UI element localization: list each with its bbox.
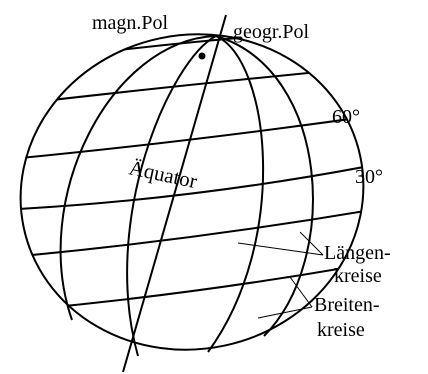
longitude-circles — [59, 35, 314, 357]
latitude-60-label: 60° — [332, 106, 360, 128]
leader-line — [257, 306, 313, 319]
latitude-line-equator — [0, 159, 393, 211]
leader-line — [289, 276, 313, 308]
parallels-label-line1: Breiten- — [314, 294, 380, 316]
longitude-line — [59, 35, 217, 321]
leader-line — [237, 242, 324, 256]
geographic-pole-label: geogr.Pol — [233, 21, 310, 43]
leader-lines — [237, 231, 324, 319]
meridians-label-line2: kreise — [334, 265, 382, 287]
rotation-axis — [122, 14, 227, 373]
longitude-line — [126, 35, 217, 357]
magnetic-pole-dot — [198, 52, 206, 60]
longitude-line — [207, 35, 264, 353]
latitude-line — [0, 204, 393, 259]
globe-outline — [19, 33, 365, 351]
leader-line — [299, 231, 324, 256]
latitude-line — [0, 64, 391, 107]
equator-label: Äquator — [127, 155, 199, 193]
magnetic-pole-label: magn.Pol — [92, 12, 169, 34]
meridians-label-line1: Längen- — [324, 242, 391, 264]
longitude-line — [215, 35, 314, 337]
parallels-label-line2: kreise — [317, 319, 365, 341]
latitude-30-label: 30° — [355, 166, 383, 188]
latitude-line — [0, 111, 393, 161]
